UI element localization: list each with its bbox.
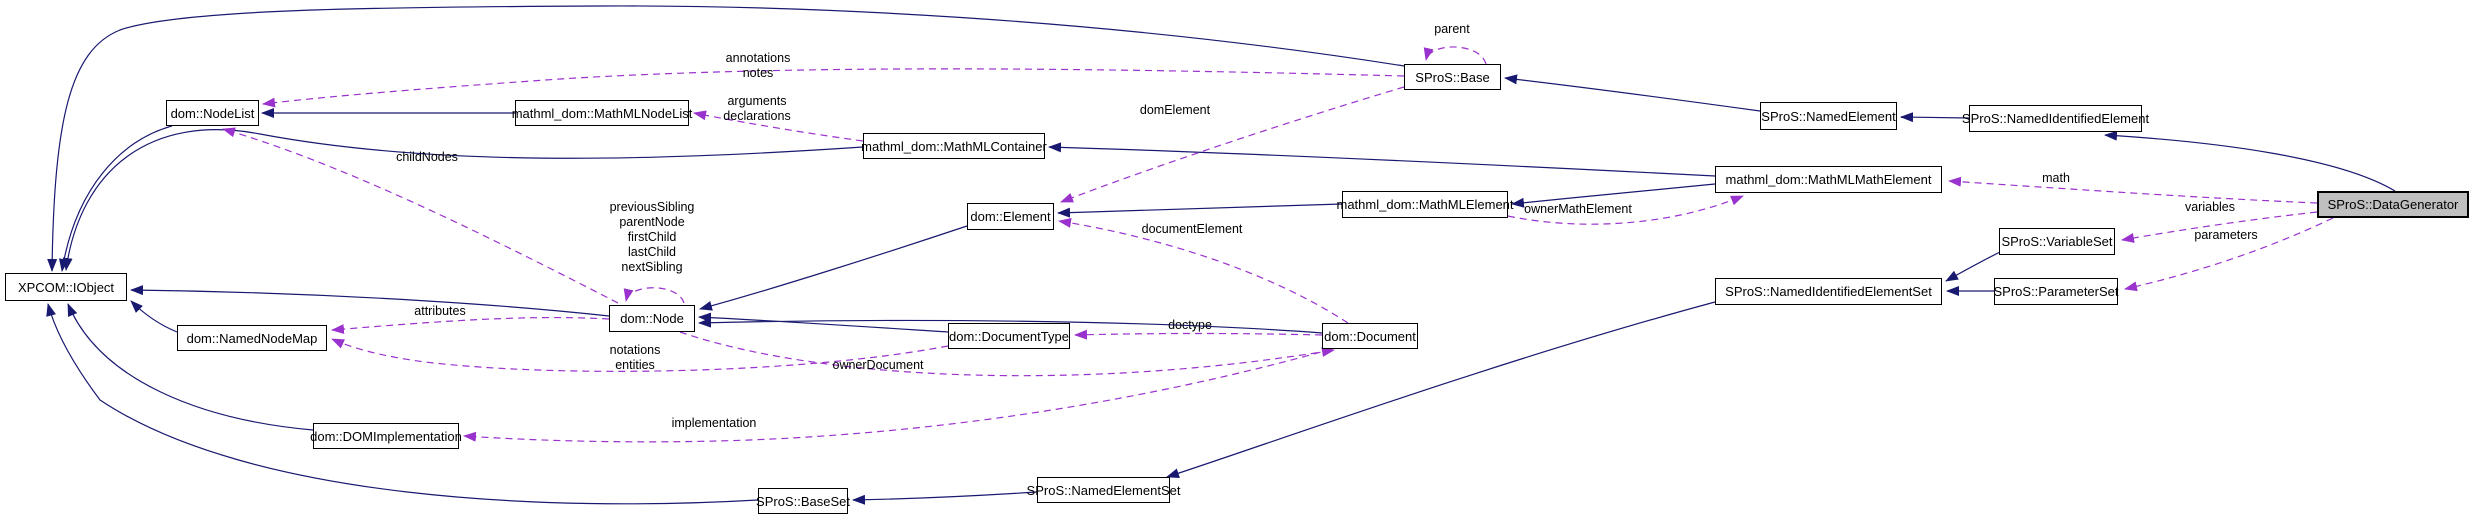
edge-namedelement-to-base bbox=[1504, 74, 1761, 112]
class-node-datagenerator: SProS::DataGenerator bbox=[2317, 191, 2469, 218]
class-node-base[interactable]: SProS::Base bbox=[1404, 64, 1501, 90]
class-node-documenttype[interactable]: dom::DocumentType bbox=[948, 323, 1070, 349]
edge-mathmlmathelement-to-mathmlelement bbox=[1511, 183, 1716, 208]
class-node-document[interactable]: dom::Document bbox=[1322, 323, 1418, 349]
edge-domimplementation-to-iobject bbox=[67, 303, 314, 431]
edge-base-domelement-element bbox=[1060, 86, 1405, 203]
edge-document-documentelement-element bbox=[1058, 217, 1349, 324]
class-node-parameterset[interactable]: SProS::ParameterSet bbox=[1994, 278, 2119, 305]
class-node-namedelementset[interactable]: SProS::NamedElementSet bbox=[1027, 477, 1180, 503]
edge-documenttype-notations-namednodemap bbox=[331, 338, 949, 372]
edge-datagenerator-math-mathmlmathelement bbox=[1948, 176, 2318, 204]
edge-namednodemap-to-iobject bbox=[130, 300, 178, 333]
class-node-mathmlelement[interactable]: mathml_dom::MathMLElement bbox=[1337, 191, 1514, 218]
edge-element-to-node bbox=[699, 225, 968, 311]
class-node-namedelement[interactable]: SProS::NamedElement bbox=[1760, 102, 1897, 130]
edge-documenttype-to-node bbox=[698, 312, 949, 333]
class-node-namednodemap[interactable]: dom::NamedNodeMap bbox=[177, 325, 327, 351]
edge-baseset-to-iobject bbox=[46, 303, 759, 505]
edge-variableset-to-namedidentifiedelementset bbox=[1945, 251, 2001, 282]
edge-datagenerator-to-namedidentifiedelement bbox=[2104, 130, 2396, 192]
edge-container-arguments-mathmlnodelist bbox=[693, 110, 864, 142]
edge-namedidentifiedelementset-to-namedelementset bbox=[1166, 301, 1716, 479]
edge-node-ownerdocument-document bbox=[679, 331, 1335, 377]
edge-document-to-node bbox=[698, 317, 1323, 334]
edge-node-childnodes-nodelist bbox=[222, 127, 619, 304]
edge-node-attributes-namednodemap bbox=[331, 316, 610, 335]
edge-mathmlcontainer-to-iobject bbox=[62, 129, 864, 271]
edge-nodelist-to-iobject bbox=[58, 125, 173, 272]
class-node-domimplementation[interactable]: dom::DOMImplementation bbox=[310, 423, 462, 449]
edge-base-parent-self bbox=[1423, 46, 1487, 65]
edge-document-doctype-documenttype bbox=[1074, 329, 1323, 340]
edge-datagenerator-variables-variableset bbox=[2121, 211, 2318, 243]
edge-node-self-loop bbox=[623, 287, 685, 304]
edge-datagenerator-parameters-parameterset bbox=[2124, 217, 2334, 292]
edge-mathmlelement-ownermath-mathelement bbox=[1507, 195, 1744, 225]
class-node-node[interactable]: dom::Node bbox=[609, 305, 695, 332]
class-node-element[interactable]: dom::Element bbox=[967, 203, 1054, 230]
edge-document-implementation-domimplementation bbox=[463, 348, 1333, 443]
edge-base-to-iobject bbox=[47, 5, 1405, 272]
edge-node-to-iobject bbox=[130, 285, 610, 317]
class-node-mathmlcontainer[interactable]: mathml_dom::MathMLContainer bbox=[861, 133, 1047, 159]
class-node-mathmlmathelement[interactable]: mathml_dom::MathMLMathElement bbox=[1715, 166, 1942, 193]
class-node-baseset[interactable]: SProS::BaseSet bbox=[756, 488, 850, 514]
class-node-mathmlnodelist[interactable]: mathml_dom::MathMLNodeList bbox=[512, 100, 692, 126]
edge-namedelementset-to-baseset bbox=[852, 491, 1038, 505]
edge-namedidentifiedelement-to-namedelement bbox=[1900, 112, 1970, 123]
class-node-namedidentifiedelementset[interactable]: SProS::NamedIdentifiedElementSet bbox=[1715, 278, 1942, 305]
class-node-variableset[interactable]: SProS::VariableSet bbox=[1999, 228, 2115, 255]
class-node-namedidentifiedelement[interactable]: SProS::NamedIdentifiedElement bbox=[1962, 105, 2149, 132]
edge-base-annotations-nodelist bbox=[262, 68, 1405, 108]
edge-mathmlmathelement-to-mathmlcontainer bbox=[1048, 142, 1716, 177]
class-node-iobject[interactable]: XPCOM::IObject bbox=[5, 273, 127, 301]
class-node-nodelist[interactable]: dom::NodeList bbox=[166, 100, 259, 126]
edge-mathmlelement-to-element bbox=[1057, 203, 1343, 218]
